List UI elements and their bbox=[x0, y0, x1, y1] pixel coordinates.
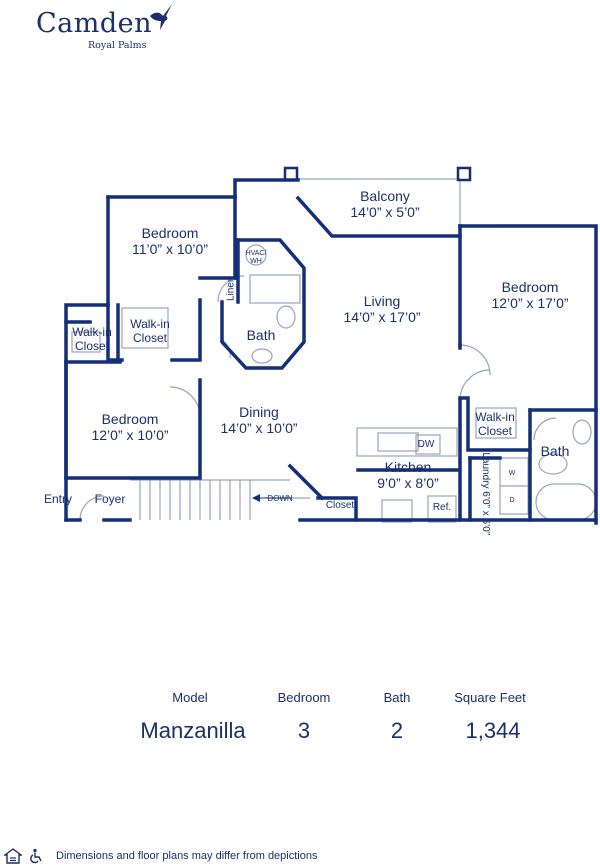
room-name: Living bbox=[363, 293, 401, 309]
brand-name: Camden bbox=[36, 8, 153, 39]
bath-east-label: Bath bbox=[540, 443, 570, 459]
room-dims: 14’0” x 5’0” bbox=[350, 204, 420, 221]
walkin-closet-3-label: Walk-in Closet bbox=[475, 410, 515, 438]
bath-value: 2 bbox=[390, 718, 404, 743]
disclaimer-text: Dimensions and floor plans may differ fr… bbox=[56, 850, 318, 862]
room-name: Bedroom bbox=[101, 411, 159, 427]
room-dims: 12’0” x 10’0” bbox=[91, 427, 169, 444]
balcony-label: Balcony 14’0” x 5’0” bbox=[350, 188, 419, 220]
down-label: DOWN bbox=[267, 494, 293, 503]
dryer-label: D bbox=[509, 497, 515, 504]
linen-label: Linen bbox=[225, 276, 237, 301]
entry-label: Entry bbox=[43, 492, 73, 506]
sqft-header: Square Feet bbox=[454, 690, 526, 705]
room-name: Balcony bbox=[360, 188, 410, 204]
sqft-value: 1,344 bbox=[465, 718, 521, 743]
accessibility-icon bbox=[30, 848, 42, 864]
footer: Dimensions and floor plans may differ fr… bbox=[4, 848, 317, 864]
foyer-label: Foyer bbox=[94, 492, 126, 506]
bedroom-east-label: Bedroom 12’0” x 17’0” bbox=[491, 279, 568, 311]
camden-logo: Camden Royal Palms bbox=[36, 4, 172, 51]
living-label: Living 14’0” x 17’0” bbox=[343, 293, 420, 325]
laundry-label: Laundry 6’0” x 6’0” bbox=[479, 452, 491, 536]
down-arrow bbox=[252, 494, 292, 502]
equal-housing-icon bbox=[4, 848, 22, 864]
model-value: Manzanilla bbox=[140, 718, 246, 743]
bedroom-west-label: Bedroom 12’0” x 10’0” bbox=[91, 411, 168, 443]
room-dims: 9’0” x 8’0” bbox=[377, 475, 439, 492]
room-dims: 14’0” x 17’0” bbox=[343, 309, 421, 326]
room-name: Bedroom bbox=[501, 279, 559, 295]
walls bbox=[64, 166, 598, 525]
closet-label: Closet bbox=[325, 500, 355, 511]
room-name: Dining bbox=[239, 404, 279, 420]
model-header: Model bbox=[172, 690, 208, 705]
room-name: Bedroom bbox=[141, 225, 199, 241]
bath-header: Bath bbox=[383, 690, 411, 705]
dining-label: Dining 14’0” x 10’0” bbox=[220, 404, 297, 436]
refrigerator-label: Ref. bbox=[432, 502, 452, 513]
kitchen-label: Kitchen 9’0” x 8’0” bbox=[377, 459, 438, 491]
room-name: Kitchen bbox=[384, 459, 432, 475]
bedroom-nw-label: Bedroom 11’0” x 10’0” bbox=[132, 225, 208, 257]
community-name: Royal Palms bbox=[88, 40, 147, 51]
dishwasher-label: DW bbox=[417, 439, 435, 450]
room-dims: 11’0” x 10’0” bbox=[131, 241, 209, 258]
room-dims: 12’0” x 17’0” bbox=[491, 295, 569, 312]
bath-center-label: Bath bbox=[246, 327, 276, 343]
room-dims: 14’0” x 10’0” bbox=[220, 420, 298, 437]
hummingbird-icon bbox=[150, 4, 172, 30]
bedroom-value: 3 bbox=[297, 718, 311, 743]
walkin-closet-1-label: Walk-in Closet bbox=[72, 325, 112, 353]
hvac-label: HVAC/ WH bbox=[245, 250, 267, 266]
bedroom-header: Bedroom bbox=[277, 690, 331, 705]
washer-label: W bbox=[508, 470, 516, 477]
walkin-closet-2-label: Walk-in Closet bbox=[130, 317, 170, 345]
